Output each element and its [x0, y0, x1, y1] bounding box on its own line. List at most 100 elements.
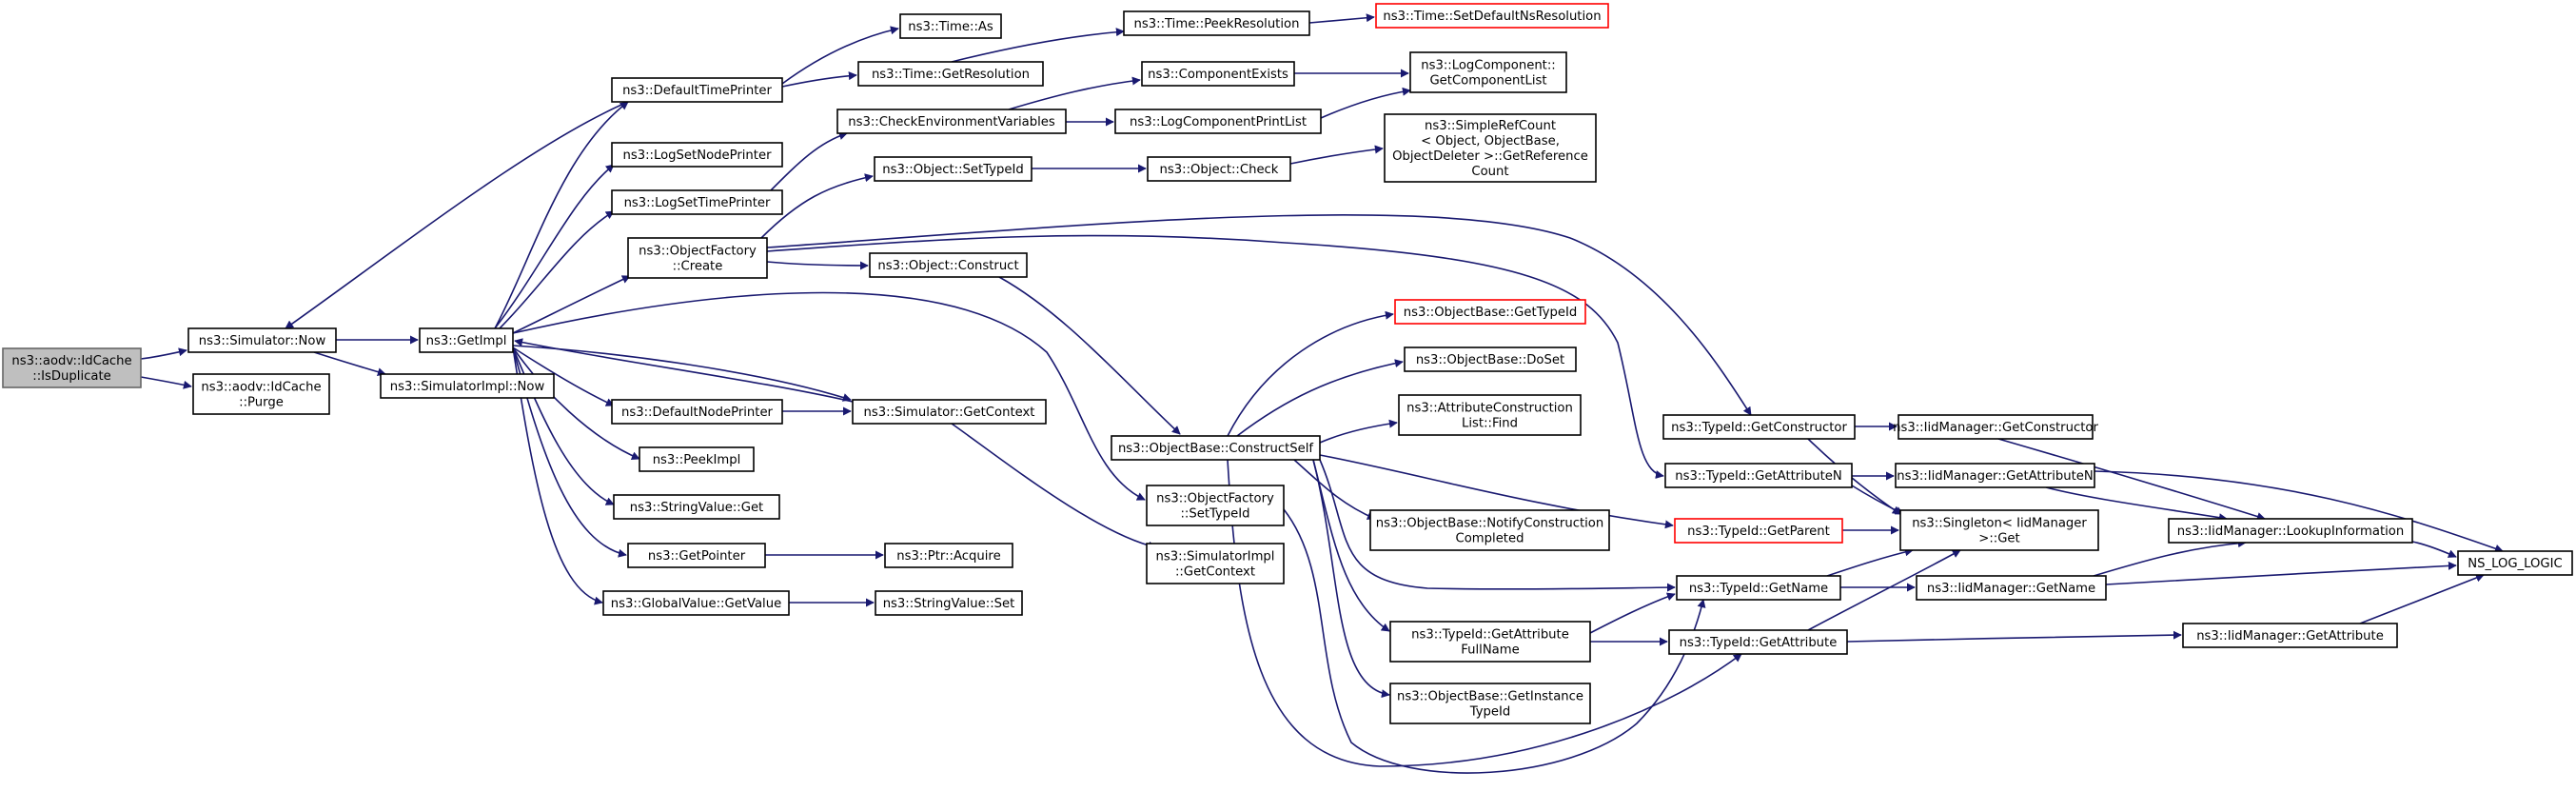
node-box [884, 543, 1013, 568]
node-box [1146, 485, 1285, 526]
node-n32[interactable]: ns3::ObjectBase::GetTypeId [1394, 299, 1586, 325]
node-box [611, 142, 783, 168]
node-n3[interactable]: ns3::GetImpl [419, 327, 514, 353]
node-label: < Object, ObjectBase, [1421, 134, 1560, 148]
node-box [419, 327, 514, 353]
node-label: ::Create [673, 260, 723, 274]
edge-n0-to-n1 [140, 347, 187, 360]
node-n48[interactable]: ns3::IidManager::GetAttribute [2182, 623, 2398, 648]
node-box [1409, 51, 1567, 93]
node-label: ns3::TypeId::GetAttribute [1411, 628, 1569, 643]
node-label: ns3::Time::PeekResolution [1134, 17, 1300, 31]
node-n6[interactable]: ns3::LogSetNodePrinter [611, 142, 783, 168]
node-n5[interactable]: ns3::DefaultTimePrinter [611, 77, 783, 103]
node-n45[interactable]: ns3::Singleton< IidManager>::Get [1899, 509, 2099, 551]
node-n23[interactable]: ns3::Object::Check [1147, 156, 1291, 182]
node-n49[interactable]: NS_LOG_LOGIC [2457, 550, 2573, 576]
node-n15[interactable]: ns3::Time::GetResolution [857, 61, 1044, 87]
node-n22[interactable]: ns3::Object::SetTypeId [874, 156, 1032, 182]
node-box [869, 252, 1028, 278]
node-n20[interactable]: ns3::LogComponentPrintList [1114, 109, 1322, 134]
node-label: ns3::AttributeConstruction [1406, 402, 1573, 416]
node-label: ns3::StringValue::Set [883, 597, 1015, 611]
edges [140, 13, 2504, 774]
node-n16[interactable]: ns3::Time::PeekResolution [1123, 10, 1310, 36]
node-n44[interactable]: ns3::IidManager::GetAttributeN [1895, 463, 2095, 488]
node-label: Completed [1456, 532, 1524, 546]
node-n13[interactable]: ns3::GlobalValue::GetValue [602, 590, 790, 616]
node-n8[interactable]: ns3::ObjectFactory::Create [627, 237, 768, 279]
node-box [836, 109, 1067, 134]
edge-n1-to-n5 [285, 101, 629, 329]
edge-n3-to-n11 [512, 346, 615, 505]
edge-n5-to-n14 [781, 26, 899, 85]
node-box [1895, 463, 2095, 488]
node-n33[interactable]: ns3::ObjectBase::DoSet [1404, 346, 1577, 372]
node-n40[interactable]: ns3::TypeId::GetParent [1674, 518, 1843, 544]
node-n43[interactable]: ns3::IidManager::GetConstructor [1893, 414, 2098, 440]
node-n31[interactable]: ns3::ObjectBase::ConstructSelf [1111, 435, 1321, 461]
node-box [1664, 463, 1853, 488]
node-label: ::GetContext [1175, 565, 1255, 580]
node-label: ns3::ObjectBase::DoSet [1416, 353, 1564, 367]
node-n25[interactable]: ns3::Object::Construct [869, 252, 1028, 278]
node-label: ns3::ObjectBase::NotifyConstruction [1376, 517, 1603, 531]
node-label: ns3::Ptr::Acquire [896, 549, 1000, 564]
node-n0[interactable]: ns3::aodv::IdCache::IsDuplicate [2, 347, 142, 388]
edge-n44-to-n49 [2094, 470, 2504, 553]
node-label: ns3::CheckEnvironmentVariables [848, 115, 1055, 129]
node-box [611, 189, 783, 215]
node-n12[interactable]: ns3::GetPointer [627, 543, 766, 568]
node-n7[interactable]: ns3::LogSetTimePrinter [611, 189, 783, 215]
node-box [2457, 550, 2573, 576]
node-box [1147, 156, 1291, 182]
node-n38[interactable]: ns3::TypeId::GetConstructor [1662, 414, 1856, 440]
node-n19[interactable]: ns3::ComponentExists [1141, 61, 1295, 87]
node-n29[interactable]: ns3::Ptr::Acquire [884, 543, 1013, 568]
node-n47[interactable]: ns3::IidManager::LookupInformation [2168, 518, 2413, 544]
node-n2[interactable]: ns3::aodv::IdCache::Purge [192, 373, 330, 415]
node-n35[interactable]: ns3::ObjectBase::NotifyConstructionCompl… [1369, 509, 1610, 551]
edge-n25-to-n31 [998, 276, 1181, 435]
edge-n16-to-n17 [1308, 13, 1375, 24]
edge-n36-to-n41 [1589, 592, 1676, 634]
edge-n3-to-n9 [512, 346, 615, 406]
node-label: ns3::IidManager::GetConstructor [1893, 421, 2098, 435]
node-n1[interactable]: ns3::Simulator::Now [187, 327, 337, 353]
node-label: ns3::IidManager::GetName [1927, 582, 2095, 596]
node-box [1389, 621, 1591, 663]
node-n11[interactable]: ns3::StringValue::Get [613, 494, 780, 520]
node-n18[interactable]: ns3::CheckEnvironmentVariables [836, 109, 1067, 134]
node-n4[interactable]: ns3::SimulatorImpl::Now [380, 373, 555, 399]
node-label: ::Purge [239, 396, 284, 410]
node-n41[interactable]: ns3::TypeId::GetName [1676, 575, 1841, 601]
node-n24[interactable]: ns3::SimpleRefCount< Object, ObjectBase,… [1384, 113, 1597, 183]
node-n26[interactable]: ns3::Simulator::GetContext [852, 399, 1047, 425]
node-n21[interactable]: ns3::LogComponent::GetComponentList [1409, 51, 1567, 93]
node-label: ns3::ObjectBase::GetInstance [1397, 690, 1583, 704]
node-n14[interactable]: ns3::Time::As [899, 13, 1002, 39]
node-n46[interactable]: ns3::IidManager::GetName [1916, 575, 2107, 601]
node-label: ns3::TypeId::GetAttributeN [1675, 469, 1842, 484]
node-n9[interactable]: ns3::DefaultNodePrinter [611, 399, 783, 425]
node-n28[interactable]: ns3::SimulatorImpl::GetContext [1146, 543, 1285, 584]
node-label: ns3::GetImpl [426, 334, 507, 348]
node-n30[interactable]: ns3::StringValue::Set [875, 590, 1023, 616]
node-n27[interactable]: ns3::ObjectFactory::SetTypeId [1146, 485, 1285, 526]
edge-n48-to-n49 [2359, 573, 2485, 624]
edge-n31-to-n40 [1319, 454, 1674, 529]
node-n39[interactable]: ns3::TypeId::GetAttributeN [1664, 463, 1853, 488]
edge-n8-to-n22 [760, 173, 874, 239]
node-box [1123, 10, 1310, 36]
node-n17[interactable]: ns3::Time::SetDefaultNsResolution [1375, 3, 1609, 29]
node-n42[interactable]: ns3::TypeId::GetAttribute [1668, 629, 1848, 655]
node-n10[interactable]: ns3::PeekImpl [639, 446, 755, 472]
node-label: ns3::ObjectFactory [639, 245, 757, 259]
edge-n23-to-n24 [1289, 145, 1384, 165]
node-label: ns3::GetPointer [648, 549, 746, 564]
node-label: ns3::GlobalValue::GetValue [611, 597, 781, 611]
